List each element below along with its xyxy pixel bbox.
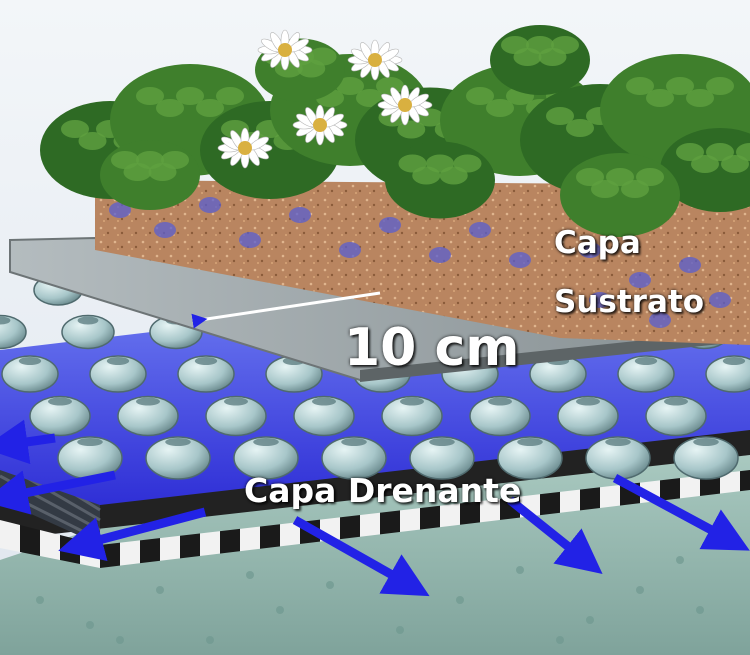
thickness-label: 10 cm [344, 318, 520, 378]
drainage-flow-arrows [0, 419, 750, 597]
substrate-layer-label-line1: Capa [554, 225, 641, 261]
drainage-layer-label: Capa Drenante [244, 471, 522, 510]
thickness-dimension-line [191, 291, 381, 329]
flowers [217, 29, 433, 169]
substrate-layer-label-line2: Sustrato [554, 284, 704, 320]
